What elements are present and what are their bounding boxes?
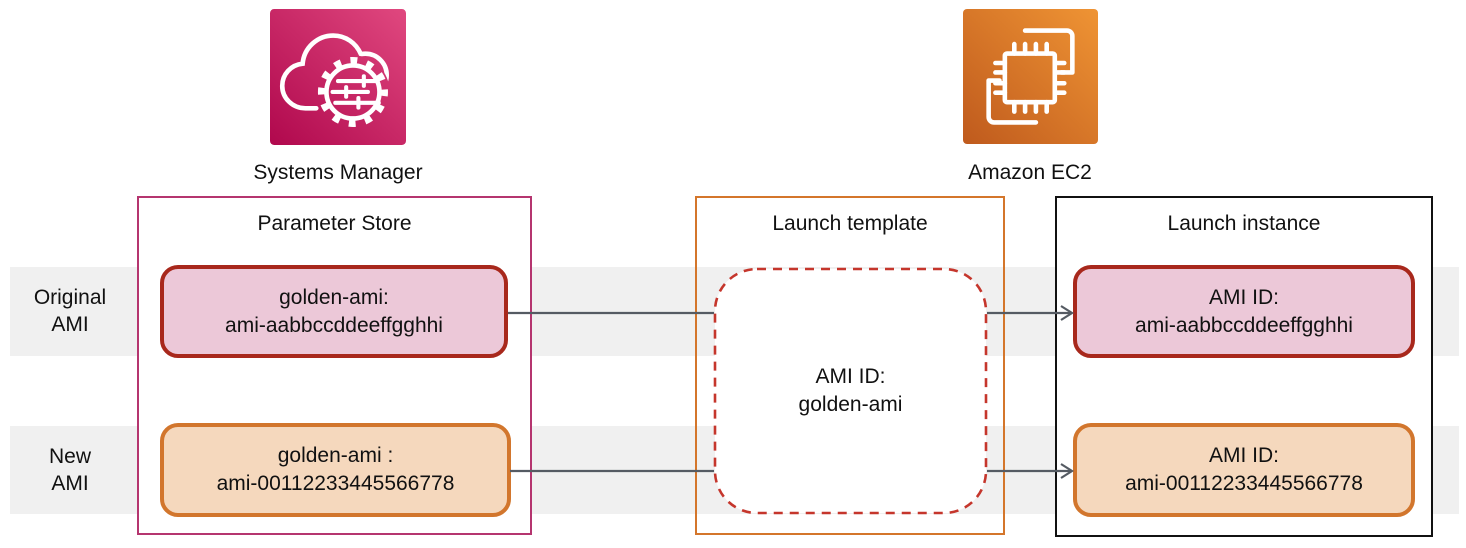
arrow-parameter-to-template-new xyxy=(510,469,714,473)
instance-new-ami-chip: AMI ID: ami-00112233445566778 xyxy=(1073,423,1415,517)
parameter-original-ami-chip: golden-ami: ami-aabbccddeeffgghhi xyxy=(160,265,508,358)
gear-ring xyxy=(324,63,382,121)
chip-line: ami-00112233445566778 xyxy=(1125,472,1363,495)
chip-line: ami-aabbccddeeffgghhi xyxy=(1135,313,1353,337)
row-label-line: New xyxy=(48,445,91,468)
arrow-parameter-to-template-original xyxy=(508,311,714,315)
parameter-store-title: Parameter Store xyxy=(257,212,412,235)
instance-original-ami-chip: AMI ID: ami-aabbccddeeffgghhi xyxy=(1073,265,1415,358)
chip-line: AMI ID: xyxy=(815,365,886,388)
launch-template-title: Launch template xyxy=(772,212,928,235)
chip-line: golden-ami : xyxy=(277,444,394,467)
row-label-original-ami: Original AMI xyxy=(8,284,132,338)
launch-instance-title: Launch instance xyxy=(1167,212,1321,235)
dashed-rounded-border xyxy=(713,267,988,515)
chip-line: AMI ID: xyxy=(1208,285,1279,309)
chip-line: golden-ami: xyxy=(279,285,389,309)
chip-line: golden-ami xyxy=(798,393,903,416)
arrow-template-to-instance-original xyxy=(987,305,1075,321)
row-label-new-ami: New AMI xyxy=(8,443,132,497)
row-label-line: Original xyxy=(33,286,107,309)
cloud-shape xyxy=(279,33,390,111)
arrow-template-to-instance-new xyxy=(987,463,1075,479)
gear-teeth xyxy=(317,56,388,127)
chip-body xyxy=(1002,51,1058,105)
slider-lines xyxy=(330,74,381,110)
offset-square-bottom-left xyxy=(986,78,1039,125)
amazon-ec2-label: Amazon EC2 xyxy=(968,161,1092,184)
launch-template-ami-placeholder: AMI ID: golden-ami xyxy=(713,267,988,515)
amazon-ec2-icon xyxy=(963,9,1098,144)
row-label-line: AMI xyxy=(51,313,89,336)
systems-manager-icon xyxy=(270,9,406,145)
systems-manager-label: Systems Manager xyxy=(253,161,423,184)
chip-line: AMI ID: xyxy=(1208,444,1279,467)
offset-square-top-right xyxy=(1022,28,1075,75)
chip-line: ami-aabbccddeeffgghhi xyxy=(225,313,443,337)
chip-line: ami-00112233445566778 xyxy=(216,472,455,495)
row-label-line: AMI xyxy=(51,472,89,495)
launch-template-box: Launch template xyxy=(695,196,1005,535)
parameter-new-ami-chip: golden-ami : ami-00112233445566778 xyxy=(160,423,511,517)
